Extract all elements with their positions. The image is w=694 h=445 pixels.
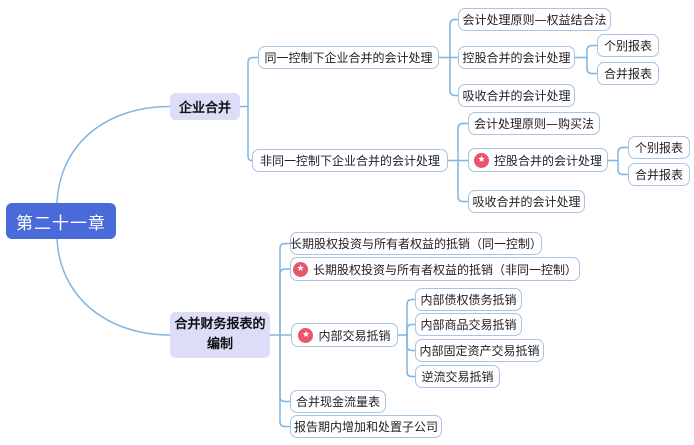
node-consolidated-statements-1[interactable]: 合并报表 [597, 62, 659, 85]
node-label: 会计处理原则—购买法 [474, 117, 595, 131]
node-label: 内部固定资产交易抵销 [419, 344, 540, 358]
node-label: 合并报表 [635, 168, 684, 182]
node-non-same-control-accounting[interactable]: 非同一控制下企业合并的会计处理 [252, 149, 448, 172]
branch-label: 企业合并 [178, 101, 231, 116]
node-label: 同一控制下企业合并的会计处理 [264, 51, 433, 65]
node-label: 个别报表 [604, 39, 653, 53]
node-equity-pooling-principle[interactable]: 会计处理原则—权益结合法 [458, 8, 611, 31]
node-label: 内部交易抵销 [318, 328, 391, 343]
node-label: 非同一控制下企业合并的会计处理 [259, 154, 440, 168]
star-icon: ★ [298, 327, 314, 343]
node-holding-merger-accounting-2[interactable]: ★ 控股合并的会计处理 [468, 148, 608, 172]
root-label: 第二十一章 [16, 213, 106, 234]
node-subsidiary-changes-in-period[interactable]: 报告期内增加和处置子公司 [290, 415, 442, 438]
node-internal-fixed-asset-elimination[interactable]: 内部固定资产交易抵销 [415, 339, 544, 362]
node-label: 长期股权投资与所有者权益的抵销（非同一控制） [313, 262, 578, 277]
node-equity-elimination-same-control[interactable]: 长期股权投资与所有者权益的抵销（同一控制） [290, 232, 542, 255]
node-internal-goods-elimination[interactable]: 内部商品交易抵销 [415, 313, 522, 336]
star-icon: ★ [293, 261, 308, 277]
node-label: 合并报表 [604, 67, 653, 81]
branch-label: 合并财务报表的编制 [174, 316, 266, 352]
node-holding-merger-accounting-1[interactable]: 控股合并的会计处理 [458, 46, 575, 69]
node-purchase-method-principle[interactable]: 会计处理原则—购买法 [468, 112, 600, 135]
node-internal-debt-elimination[interactable]: 内部债权债务抵销 [415, 288, 522, 311]
star-icon: ★ [474, 152, 489, 168]
node-absorption-merger-accounting-2[interactable]: 吸收合并的会计处理 [468, 190, 585, 213]
root-node-chapter[interactable]: 第二十一章 [6, 203, 116, 239]
node-label: 内部商品交易抵销 [420, 318, 517, 332]
node-upstream-transaction-elimination[interactable]: 逆流交易抵销 [415, 365, 500, 388]
node-label: 吸收合并的会计处理 [472, 195, 581, 209]
node-label: 内部债权债务抵销 [420, 293, 517, 307]
node-individual-statements-1[interactable]: 个别报表 [597, 34, 659, 57]
node-label: 长期股权投资与所有者权益的抵销（同一控制） [290, 237, 543, 251]
node-label: 个别报表 [635, 141, 684, 155]
node-label: 合并现金流量表 [296, 395, 381, 409]
node-label: 控股合并的会计处理 [494, 153, 603, 168]
node-label: 报告期内增加和处置子公司 [294, 420, 439, 434]
node-same-control-accounting[interactable]: 同一控制下企业合并的会计处理 [258, 46, 439, 69]
node-absorption-merger-accounting-1[interactable]: 吸收合并的会计处理 [458, 84, 575, 107]
node-equity-elimination-non-same-control[interactable]: ★ 长期股权投资与所有者权益的抵销（非同一控制） [290, 257, 580, 281]
node-consolidated-cash-flow[interactable]: 合并现金流量表 [290, 390, 386, 413]
node-label: 会计处理原则—权益结合法 [462, 13, 607, 27]
node-individual-statements-2[interactable]: 个别报表 [628, 136, 690, 159]
node-consolidated-statements-2[interactable]: 合并报表 [628, 163, 690, 186]
node-label: 控股合并的会计处理 [462, 51, 571, 65]
node-label: 逆流交易抵销 [421, 370, 494, 384]
branch-business-combination[interactable]: 企业合并 [170, 93, 240, 120]
branch-consolidated-statements[interactable]: 合并财务报表的编制 [170, 312, 270, 358]
node-label: 吸收合并的会计处理 [462, 89, 571, 103]
node-internal-transaction-elimination[interactable]: ★ 内部交易抵销 [291, 323, 398, 347]
